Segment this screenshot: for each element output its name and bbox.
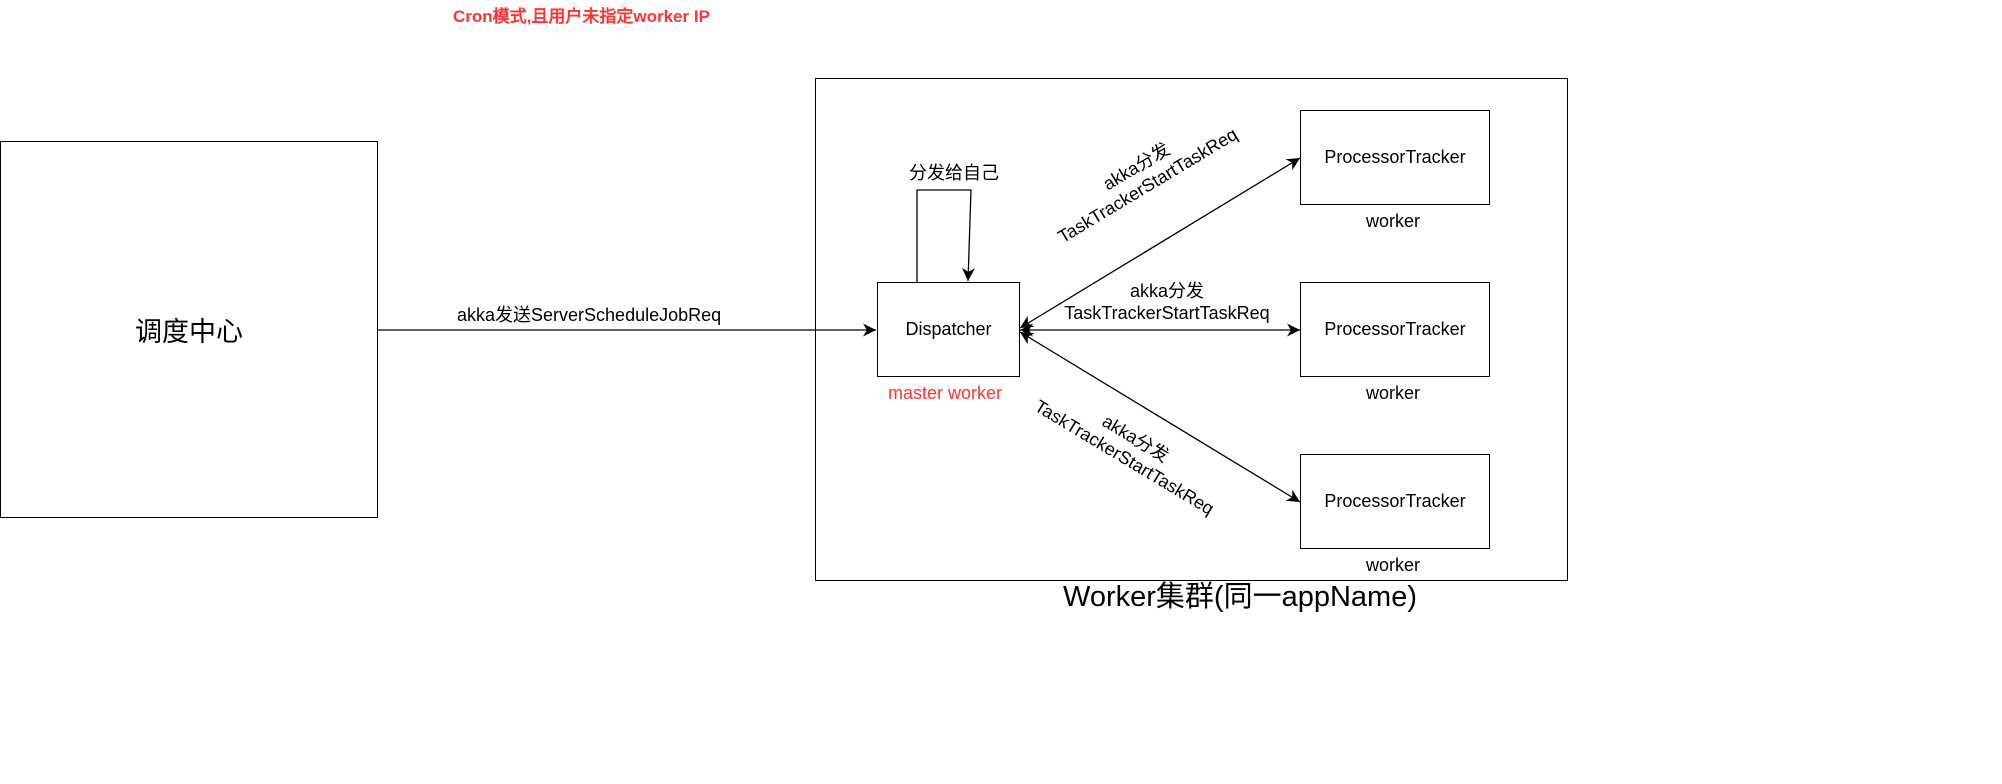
processor-tracker-label-3: ProcessorTracker: [1324, 491, 1466, 511]
dispatch-edge-worker-3: [1019, 331, 1301, 503]
processor-tracker-box-1: ProcessorTracker: [1300, 110, 1490, 205]
edge-label-worker-2: akka分发 TaskTrackerStartTaskReq: [1060, 280, 1274, 324]
dispatch-edge-worker-1: [1019, 157, 1301, 329]
edge-label-worker-2-line1: akka分发: [1129, 281, 1205, 301]
request-edge-label: akka发送ServerScheduleJobReq: [457, 305, 722, 325]
processor-tracker-label-1: ProcessorTracker: [1324, 147, 1466, 167]
processor-tracker-box-2: ProcessorTracker: [1300, 282, 1490, 377]
self-dispatch-label: 分发给自己: [909, 163, 999, 183]
dispatcher-role-label: master worker: [888, 383, 1003, 403]
worker-role-label-1: worker: [1366, 211, 1421, 231]
diagram-title: Cron模式,且用户未指定worker IP: [453, 7, 710, 26]
processor-tracker-label-2: ProcessorTracker: [1324, 319, 1466, 339]
worker-role-label-3: worker: [1366, 555, 1421, 575]
connector-layer: [377, 78, 1568, 581]
self-dispatch-loop: [916, 189, 975, 283]
scheduler-box: 调度中心: [0, 141, 378, 518]
processor-tracker-box-3: ProcessorTracker: [1300, 454, 1490, 549]
worker-role-label-2: worker: [1366, 383, 1421, 403]
dispatcher-box: Dispatcher: [877, 282, 1020, 377]
edge-label-worker-2-line2: TaskTrackerStartTaskReq: [1064, 303, 1270, 323]
worker-cluster-label: Worker集群(同一appName): [1063, 581, 1417, 613]
scheduler-label: 调度中心: [135, 317, 243, 347]
dispatcher-label: Dispatcher: [905, 319, 992, 339]
